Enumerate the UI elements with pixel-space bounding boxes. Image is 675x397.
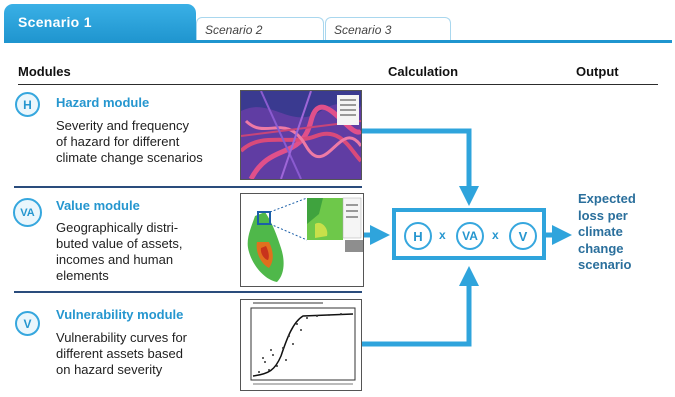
hazard-badge: H bbox=[15, 92, 40, 117]
output-line: climate bbox=[578, 224, 623, 239]
tab-baseline bbox=[4, 40, 672, 43]
calc-hazard-badge: H bbox=[404, 222, 432, 250]
value-map-image bbox=[240, 193, 364, 287]
tab-scenario-3[interactable]: Scenario 3 bbox=[325, 17, 451, 42]
tab-scenario-2[interactable]: Scenario 2 bbox=[196, 17, 324, 42]
multiply-sign: x bbox=[439, 228, 446, 242]
output-text: Expected loss per climate change scenari… bbox=[578, 191, 636, 274]
value-module-title: Value module bbox=[56, 198, 140, 213]
calc-value-badge: VA bbox=[456, 222, 484, 250]
desc-line: climate change scenarios bbox=[56, 150, 203, 165]
output-line: Expected bbox=[578, 191, 636, 206]
arrow-hazard bbox=[362, 128, 479, 206]
desc-line: elements bbox=[56, 268, 109, 283]
module-separator bbox=[14, 291, 362, 293]
desc-line: different assets based bbox=[56, 346, 183, 361]
desc-line: of hazard for different bbox=[56, 134, 180, 149]
hazard-module-description: Severity and frequency of hazard for dif… bbox=[56, 118, 203, 166]
hazard-map-image bbox=[240, 90, 362, 180]
vulnerability-module-description: Vulnerability curves for different asset… bbox=[56, 330, 187, 378]
vulnerability-badge: V bbox=[15, 311, 40, 336]
column-header-output: Output bbox=[576, 64, 619, 79]
hazard-module-title: Hazard module bbox=[56, 95, 150, 110]
desc-line: Geographically distri- bbox=[56, 220, 179, 235]
output-line: change bbox=[578, 240, 624, 256]
calc-vulnerability-badge: V bbox=[509, 222, 537, 250]
vulnerability-curve-image bbox=[240, 299, 362, 391]
module-separator bbox=[14, 186, 362, 188]
desc-line: buted value of assets, bbox=[56, 236, 183, 251]
arrow-vulnerability bbox=[362, 266, 479, 347]
output-line: scenario bbox=[578, 257, 632, 272]
desc-line: on hazard severity bbox=[56, 362, 163, 377]
desc-line: Vulnerability curves for bbox=[56, 330, 188, 345]
output-line: loss per bbox=[578, 207, 628, 223]
calculation-box: H x VA x V bbox=[392, 208, 546, 260]
column-header-calculation: Calculation bbox=[388, 64, 459, 79]
desc-line: incomes and human bbox=[56, 252, 174, 267]
value-badge: VA bbox=[13, 198, 42, 227]
column-header-modules: Modules bbox=[18, 64, 71, 79]
tab-scenario-1[interactable]: Scenario 1 bbox=[4, 4, 196, 42]
desc-line: Severity and frequency bbox=[56, 118, 189, 133]
header-divider bbox=[18, 84, 658, 85]
multiply-sign: x bbox=[492, 228, 499, 242]
value-module-description: Geographically distri- buted value of as… bbox=[56, 220, 182, 284]
vulnerability-module-title: Vulnerability module bbox=[56, 307, 184, 322]
